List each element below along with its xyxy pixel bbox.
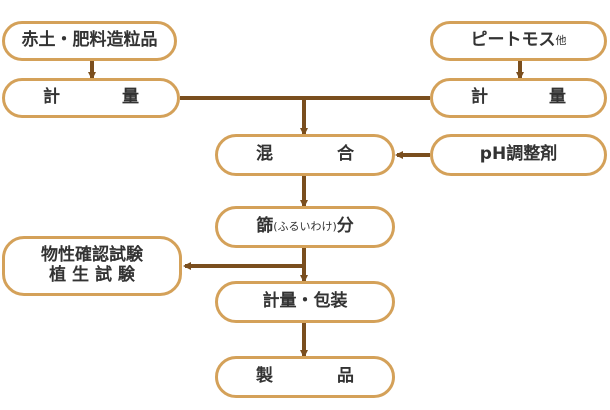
node-peat-moss-suffix: 他	[555, 33, 567, 47]
node-mix: 混 合	[215, 134, 395, 176]
node-product: 製 品	[215, 356, 395, 398]
node-product-char-1: 製	[256, 366, 273, 387]
node-weigh-right: 計 量	[430, 78, 607, 118]
node-weigh-left-char-2: 量	[122, 87, 139, 108]
node-weigh-left: 計 量	[2, 78, 180, 118]
node-ph-adjuster-label: pH調整剤	[479, 144, 558, 165]
node-mix-char-1: 混	[256, 144, 273, 165]
node-pack-label: 計量・包装	[262, 291, 348, 312]
node-product-char-2: 品	[337, 366, 354, 387]
node-testing: 物性確認試験 植 生 試 験	[2, 236, 182, 296]
node-ph-adjuster: pH調整剤	[430, 134, 607, 176]
node-testing-line-2: 植 生 試 験	[49, 265, 135, 285]
node-sieve: 篩 (ふるいわけ) 分	[215, 206, 395, 248]
node-pack: 計量・包装	[215, 281, 395, 323]
node-weigh-right-char-1: 計	[471, 87, 488, 108]
node-raw-materials-label: 赤土・肥料造粒品	[21, 30, 158, 51]
node-peat-moss-label: ピートモス	[470, 30, 556, 51]
node-sieve-char-1: 篩	[256, 216, 274, 237]
node-raw-materials: 赤土・肥料造粒品	[2, 21, 177, 61]
node-weigh-right-char-2: 量	[549, 87, 566, 108]
node-peat-moss: ピートモス 他	[430, 21, 607, 61]
node-weigh-left-char-1: 計	[43, 87, 60, 108]
node-sieve-reading: (ふるいわけ)	[273, 219, 337, 233]
node-sieve-char-2: 分	[336, 216, 354, 237]
node-mix-char-2: 合	[337, 144, 354, 165]
node-testing-line-1: 物性確認試験	[41, 245, 143, 266]
